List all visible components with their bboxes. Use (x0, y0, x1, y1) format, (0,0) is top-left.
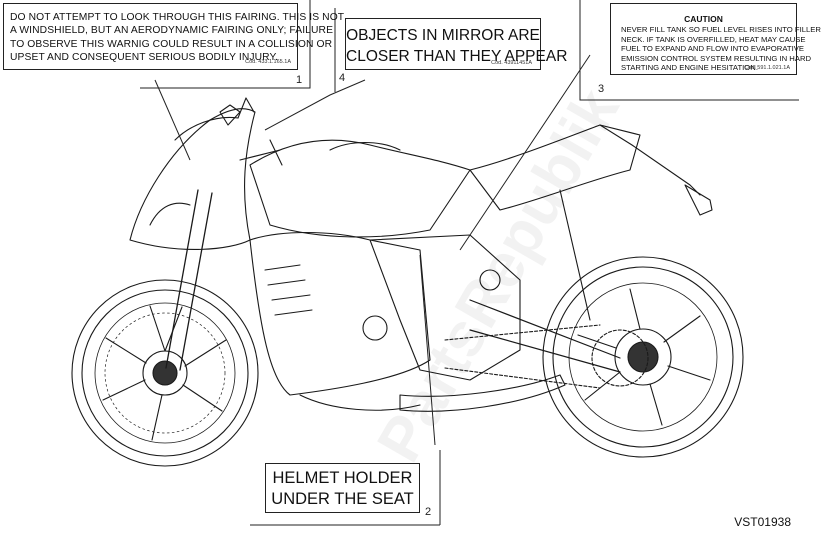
leader-1 (154, 79, 191, 161)
leader-2b (250, 450, 441, 526)
mirror-warning-label: OBJECTS IN MIRROR ARE CLOSER THAN THEY A… (345, 18, 568, 70)
leader-3b (579, 0, 799, 101)
leader-lines (140, 0, 799, 526)
motorcycle-illustration (71, 97, 744, 467)
callout-3: 3 (598, 83, 605, 95)
drawing-reference: VST01938 (734, 515, 791, 529)
helmet-holder-label: HELMET HOLDER UNDER THE SEAT (265, 463, 420, 513)
leader-1b (140, 0, 311, 89)
windshield-warning-code: Cod. 433.1.165.1A (245, 59, 291, 65)
fuel-caution-code: Cod. 591.1.021.1A (744, 65, 790, 71)
fuel-caution-label: CAUTION NEVER FILL TANK SO FUEL LEVEL RI… (610, 3, 821, 75)
callout-4: 4 (339, 72, 346, 84)
fuel-caution-text: NEVER FILL TANK SO FUEL LEVEL RISES INTO… (621, 25, 821, 73)
leader-2 (419, 254, 436, 446)
leader-4 (264, 79, 366, 131)
callout-1: 1 (296, 74, 303, 86)
front-wheel (71, 279, 259, 467)
motorcycle-decal-diagram: PartsRepublik DO NOT ATTEMPT TO LOOK THR… (3, 0, 821, 529)
leader-3 (459, 54, 591, 251)
mirror-warning-code: Cod. 43911451A (491, 60, 532, 66)
helmet-holder-text: HELMET HOLDER UNDER THE SEAT (271, 469, 414, 508)
fuel-caution-title: CAUTION (684, 14, 723, 24)
mirror-warning-text: OBJECTS IN MIRROR ARE CLOSER THAN THEY A… (346, 27, 568, 65)
rear-wheel (542, 256, 744, 458)
windshield-warning-label: DO NOT ATTEMPT TO LOOK THROUGH THIS FAIR… (3, 3, 344, 70)
windshield-warning-text: DO NOT ATTEMPT TO LOOK THROUGH THIS FAIR… (10, 12, 345, 64)
callout-2: 2 (425, 506, 432, 518)
